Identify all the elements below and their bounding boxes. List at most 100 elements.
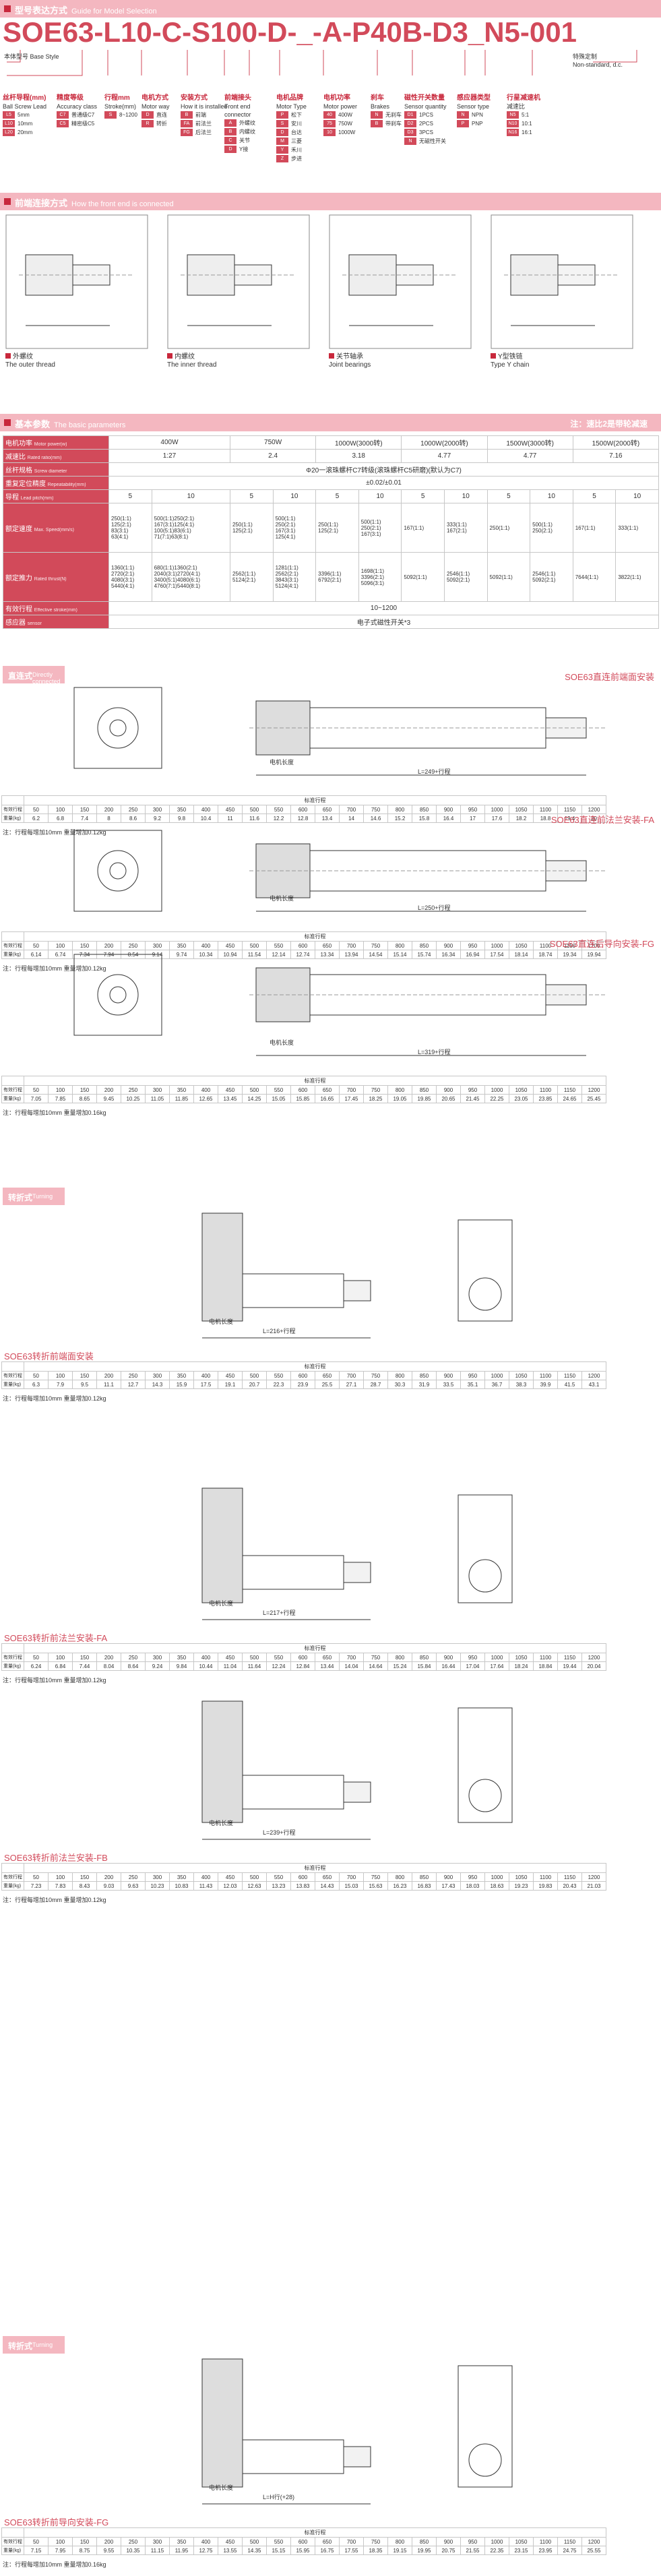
param-cell: 1698(1:1) 3396(2:1) 5096(3:1) <box>358 552 402 602</box>
weight-cell: 11.85 <box>169 1094 194 1103</box>
drawing-title: SOE63转折前导向安装-FG <box>4 2517 109 2527</box>
length-label: L=249+行程 <box>418 768 451 775</box>
stroke-cell: 800 <box>387 2537 412 2546</box>
stroke-cell: 300 <box>145 2537 170 2546</box>
weight-cell: 11.43 <box>193 1881 218 1891</box>
section-marker-icon <box>4 198 11 205</box>
stroke-cell: 200 <box>96 1085 121 1095</box>
front-connector-name: 外螺纹 <box>13 353 33 361</box>
weight-cell: 38.3 <box>509 1380 534 1389</box>
motor-length-label: 电机长度 <box>209 2484 234 2491</box>
weight-cell: 25.45 <box>581 1094 606 1103</box>
column-title: 电机方式 <box>141 94 168 102</box>
weight-cell: 9.45 <box>96 1094 121 1103</box>
param-cell: 10 <box>358 489 402 503</box>
column-title: 磁性开关数量 <box>404 94 445 102</box>
stroke-cell: 50 <box>24 1085 49 1095</box>
weight-cell: 17.43 <box>436 1881 461 1891</box>
option-value: 2PCS <box>419 121 433 127</box>
weight-cell: 15.24 <box>387 1661 412 1671</box>
front-connector-name-en: The outer thread <box>5 361 55 369</box>
weight-cell: 15.8 <box>412 814 437 823</box>
front-connector-name: 关节轴承 <box>336 353 363 361</box>
weight-cell: 9.03 <box>96 1881 121 1891</box>
weight-cell: 8.64 <box>121 1661 146 1671</box>
stroke-cell: 700 <box>339 2537 364 2546</box>
stroke-cell: 800 <box>387 1085 412 1095</box>
stroke-cell: 350 <box>169 805 194 814</box>
column-title-en: Front end connector <box>224 103 251 118</box>
stroke-cell: 700 <box>339 1653 364 1662</box>
option-value: 10mm <box>18 121 33 127</box>
front-connector-name-en: The inner thread <box>167 361 217 369</box>
weight-cell: 14.3 <box>145 1380 170 1389</box>
weight-cell: 16.75 <box>315 2546 340 2555</box>
param-cell: 1:27 <box>108 449 230 463</box>
weight-row-label: 重量(kg) <box>1 1380 24 1389</box>
column-title-en: Stroke(mm) <box>104 103 136 110</box>
weight-cell: 16.65 <box>315 1094 340 1103</box>
stroke-cell: 550 <box>266 2537 291 2546</box>
drawing-title: SOE63直连前端面安装 <box>565 672 654 682</box>
column-title-en: Motor way <box>141 103 170 110</box>
option-value: 8~1200 <box>119 112 137 118</box>
option-code: C <box>224 137 237 144</box>
weight-cell: 23.95 <box>533 2546 558 2555</box>
stroke-cell: 350 <box>169 1371 194 1380</box>
weight-cell: 10.83 <box>169 1881 194 1891</box>
stroke-cell: 1150 <box>557 1085 582 1095</box>
weight-cell: 19.83 <box>533 1881 558 1891</box>
option-code: 75 <box>323 120 336 127</box>
weight-cell: 19.15 <box>387 2546 412 2555</box>
section-title: 基本参数 <box>15 419 51 429</box>
weight-row-label: 重量(kg) <box>1 1661 24 1671</box>
weight-cell: 20.65 <box>436 1094 461 1103</box>
option-code: L5 <box>3 111 15 119</box>
weight-cell: 6.84 <box>48 1661 73 1671</box>
stroke-cell: 950 <box>460 1371 485 1380</box>
param-cell: 1000W(3000转) <box>315 435 402 450</box>
weight-cell: 25.5 <box>315 1380 340 1389</box>
weight-cell: 15.84 <box>412 1661 437 1671</box>
weight-cell: 11.15 <box>145 2546 170 2555</box>
weight-cell: 18.63 <box>484 1881 509 1891</box>
param-cell: 5 <box>401 489 445 503</box>
weight-cell: 7.15 <box>24 2546 49 2555</box>
front-connector-drawing <box>167 214 310 349</box>
drawing-title: SOE63直连后导向安装-FG <box>549 939 654 949</box>
section-title: 型号表达方式 <box>15 5 68 16</box>
stroke-header: 标准行程 <box>24 931 606 942</box>
weight-cell: 9.63 <box>121 1881 146 1891</box>
param-cell: 5092(1:1) <box>486 552 531 602</box>
column-title: 前端接头 <box>224 94 251 102</box>
stroke-cell: 1050 <box>509 1872 534 1882</box>
stroke-cell: 500 <box>242 2537 267 2546</box>
weight-cell: 14.04 <box>339 1661 364 1671</box>
stroke-cell: 200 <box>96 2537 121 2546</box>
weight-cell: 19.34 <box>557 950 582 959</box>
weight-cell: 17.45 <box>339 1094 364 1103</box>
weight-cell: 19.05 <box>387 1094 412 1103</box>
stroke-cell: 1000 <box>484 1085 509 1095</box>
stroke-cell: 550 <box>266 1653 291 1662</box>
weight-note: 注：行程每增加10mm 重量增加0.12kg <box>3 1897 106 1903</box>
stroke-cell: 850 <box>412 1872 437 1882</box>
weight-cell: 9.24 <box>145 1661 170 1671</box>
column-title-en: Motor Type <box>276 103 307 110</box>
weight-cell: 24.65 <box>557 1094 582 1103</box>
